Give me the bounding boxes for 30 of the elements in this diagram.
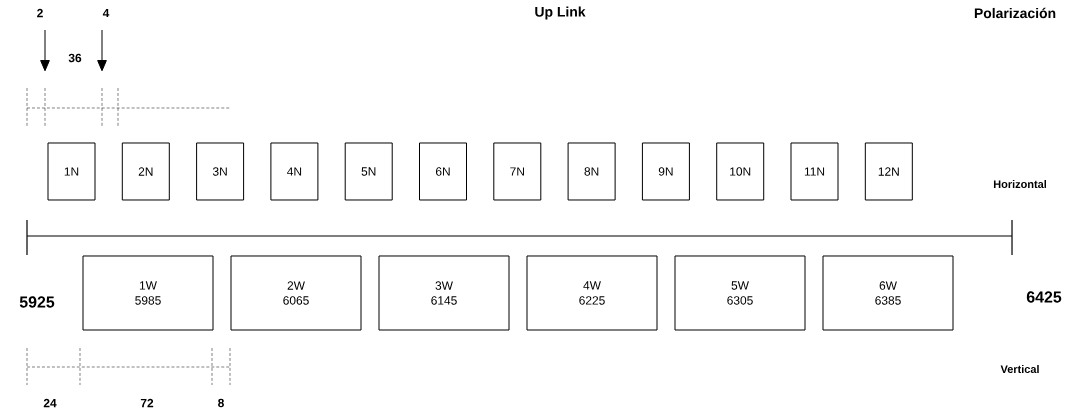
dimension-label: 24 xyxy=(43,398,57,408)
channel-box: 9N xyxy=(641,142,690,201)
channel-box: 7N xyxy=(493,142,542,201)
dimension-label: 8 xyxy=(218,398,224,408)
channel-box: 6N xyxy=(419,142,467,201)
channel-box: 4W 6225 xyxy=(526,255,658,331)
polarization-label: Horizontal xyxy=(993,180,1046,188)
dimension-label: 4 xyxy=(102,8,110,18)
channel-box: 2W 6065 xyxy=(230,255,362,331)
channel-box: 6W 6385 xyxy=(822,255,954,331)
channel-box: 8N xyxy=(567,142,616,201)
frequency-label: 6425 xyxy=(1026,291,1062,303)
channel-box: 12N xyxy=(864,142,913,201)
channel-box: 3W 6145 xyxy=(378,255,510,331)
polarization-heading: Polarización xyxy=(974,7,1056,19)
dimension-label: 36 xyxy=(68,53,82,63)
dimension-label: 72 xyxy=(140,398,154,408)
channel-box: 2N xyxy=(121,142,170,201)
channel-box: 5W 6305 xyxy=(674,255,806,331)
channel-box: 1N xyxy=(47,142,96,201)
channel-box: 1W 5985 xyxy=(82,255,214,331)
channel-box: 3N xyxy=(196,142,245,201)
channel-box: 4N xyxy=(270,142,319,201)
dimension-label: 2 xyxy=(37,8,43,18)
channel-box: 10N xyxy=(716,142,765,201)
frequency-label: 5925 xyxy=(19,296,55,308)
channel-box: 11N xyxy=(790,142,839,201)
polarization-label: Vertical xyxy=(1000,365,1039,374)
channel-box: 5N xyxy=(344,142,393,201)
title: Up Link xyxy=(535,6,586,20)
